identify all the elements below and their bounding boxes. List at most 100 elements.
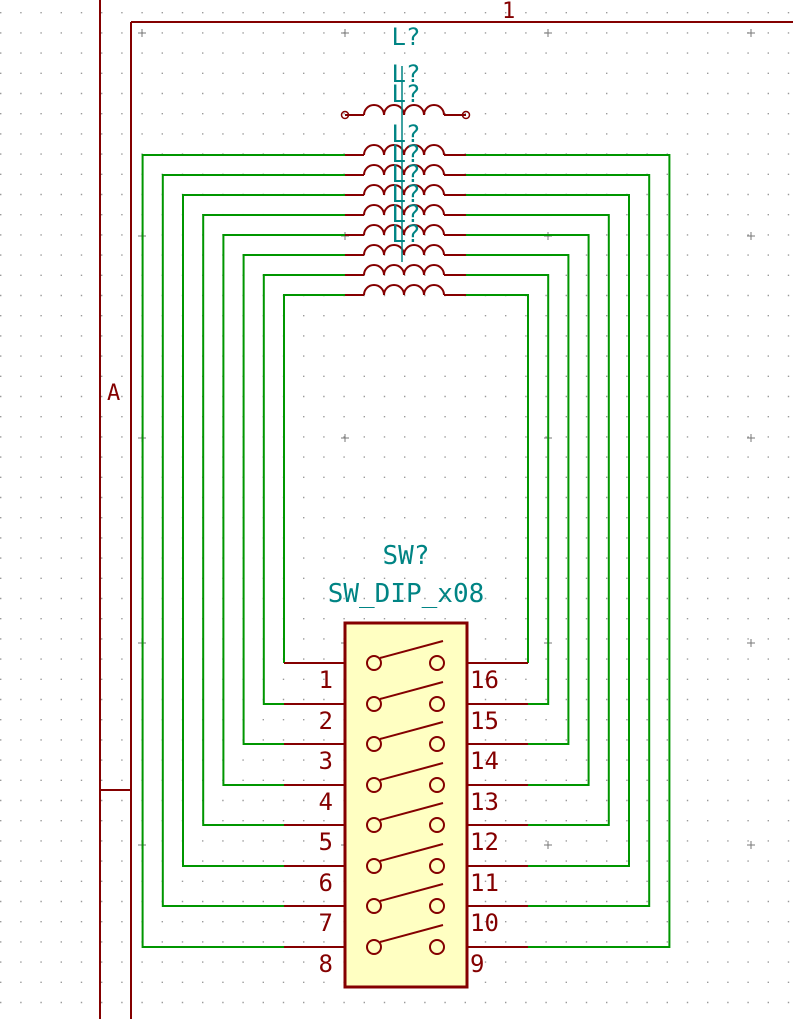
coil-icon [363,224,445,236]
switch-contact-left [366,655,382,671]
switch-contact-right [429,736,445,752]
grid-crosshair [341,29,349,37]
wire-right [466,194,630,867]
switch-pin-number-left: 4 [319,788,333,816]
wire-left [161,174,345,907]
coil-icon [363,104,445,116]
wire-left [141,154,345,948]
inductor[interactable] [345,284,466,296]
coil-icon [363,184,445,196]
wire-left [283,294,345,663]
switch-contact-left [366,817,382,833]
switch-body[interactable] [343,621,469,989]
circle-pin-icon [461,110,471,120]
inductor[interactable] [345,224,466,236]
inductor-reference: L? [392,60,421,88]
toggle-contact-icon [379,924,444,943]
frame-column-label: 1 [502,0,515,24]
switch-contact-right [429,898,445,914]
inductor[interactable] [345,144,466,156]
grid-crosshair [138,29,146,37]
inductor[interactable] [345,244,466,256]
coil-icon [363,164,445,176]
wire-left [182,194,345,867]
wire-right [466,254,570,745]
wire-left [202,214,345,826]
toggle-contact-icon [379,843,444,862]
switch-value: SW_DIP_x08 [328,579,485,609]
wire-left [222,234,345,786]
switch-pin-number-right: 10 [470,909,499,937]
switch-pin-number-left: 1 [319,666,333,694]
inductor-reference: L? [392,80,421,108]
inductor-reference: L? [392,200,421,228]
inductor[interactable] [345,264,466,276]
wire-left [242,254,345,745]
toggle-contact-icon [379,721,444,740]
switch-pin-number-right: 15 [470,707,499,735]
inductor-array: L?L?L?L?L?L?L?L?L? [340,23,471,296]
coil-icon [363,204,445,216]
switch-contact-right [429,858,445,874]
switch-contact-right [429,696,445,712]
grid-crosshair [747,29,755,37]
coil-icon [363,284,445,296]
inductor[interactable] [340,104,471,120]
switch-pin-number-right: 12 [470,828,499,856]
grid-crosshair [747,434,755,442]
switch-contact-right [429,939,445,955]
switch-contact-left [366,696,382,712]
grid-crosshair [341,434,349,442]
switch-contact-left [366,736,382,752]
inductor-reference: L? [392,140,421,168]
switch-reference: SW? [383,541,430,571]
switch-contact-right [429,655,445,671]
switch-pin-number-left: 2 [319,707,333,735]
switch-contact-left [366,898,382,914]
switch-contact-left [366,777,382,793]
inductor-reference: L? [392,180,421,208]
toggle-contact-icon [379,681,444,700]
switch-pin-number-left: 6 [319,869,333,897]
toggle-contact-icon [379,640,444,659]
switch-pin-number-left: 8 [319,950,333,978]
wires [141,154,671,948]
grid-crosshair [544,29,552,37]
switch-pin-number-right: 13 [470,788,499,816]
wire-right [466,294,529,663]
wire-right [466,214,610,826]
coil-icon [363,144,445,156]
toggle-contact-icon [379,802,444,821]
switch-pin-number-left: 3 [319,747,333,775]
switch-contacts [366,640,445,955]
coil-icon [363,244,445,256]
frame-row-label: A [107,381,120,406]
wire-right [466,234,590,786]
switch-pin-number-right: 11 [470,869,499,897]
switch-pin-number-right: 9 [470,950,484,978]
inductor[interactable] [345,164,466,176]
switch-contact-left [366,939,382,955]
toggle-contact-icon [379,762,444,781]
inductor[interactable] [345,184,466,196]
switch-contact-right [429,817,445,833]
inductor[interactable] [345,204,466,216]
grid-crosshair [544,841,552,849]
inductor-reference: L? [392,120,421,148]
inductor-reference: L? [392,23,421,51]
switch-pin-number-right: 16 [470,666,499,694]
toggle-contact-icon [379,883,444,902]
sheet-frame: 1 A [99,0,793,1019]
grid-crosshair [747,841,755,849]
wire-right [466,154,671,948]
grid-crosshair [747,232,755,240]
wire-right [466,274,550,705]
switch-pin-number-left: 7 [319,909,333,937]
coil-icon [363,264,445,276]
switch-pin-lines [284,662,528,948]
inductor-reference: L? [392,160,421,188]
circle-pin-icon [340,110,350,120]
